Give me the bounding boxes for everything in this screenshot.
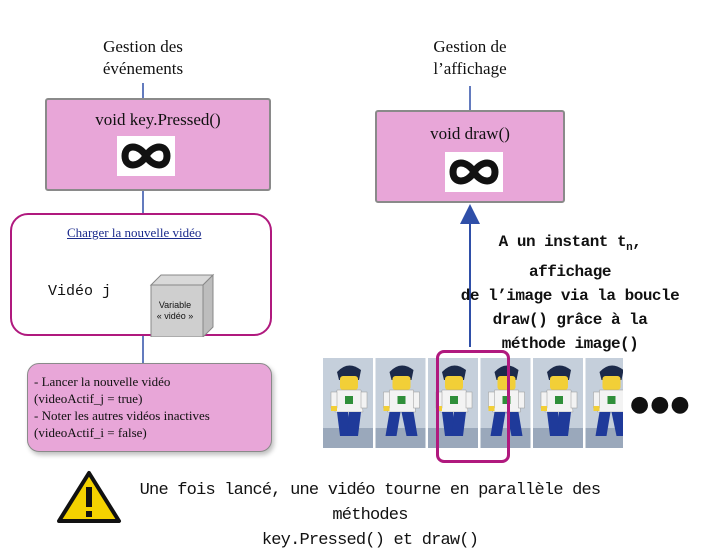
current-frame-highlight: [436, 350, 510, 463]
bottom-note: Une fois lancé, une vidéo tourne en para…: [110, 478, 630, 553]
draw-label: void draw(): [430, 124, 510, 143]
actions-text: - Lancer la nouvelle vidéo (videoActif_j…: [28, 364, 271, 441]
warning-icon: [56, 470, 122, 529]
display-note-line4: méthode image(): [501, 335, 639, 354]
display-note-line3: draw() grâce à la: [492, 311, 648, 330]
action-line: (videoActif_j = true): [34, 391, 143, 406]
infinity-icon: [117, 136, 175, 176]
action-line: (videoActif_i = false): [34, 425, 147, 440]
draw-box: void draw(): [375, 110, 565, 203]
display-note-line1: A un instant tn, affichage: [498, 233, 642, 282]
load-video-title: Charger la nouvelle vidéo: [67, 225, 202, 240]
video-frame: [323, 358, 373, 448]
video-frame: [533, 358, 583, 448]
key-pressed-label: void key.Pressed(): [95, 110, 221, 129]
infinity-icon: [445, 152, 503, 192]
bottom-note-line1: Une fois lancé, une vidéo tourne en para…: [139, 481, 601, 525]
variable-label: Variable « vidéo »: [156, 300, 194, 321]
action-line: - Noter les autres vidéos inactives: [34, 408, 210, 423]
bottom-note-line2: key.Pressed() et draw(): [261, 531, 479, 550]
load-video-box: Charger la nouvelle vidéo Vidéo j Variab…: [10, 213, 272, 337]
display-note-line2: de l’image via la boucle: [460, 287, 680, 306]
display-heading: Gestion de l’affichage: [433, 37, 507, 78]
more-frames-ellipsis: ●●●: [630, 392, 691, 417]
events-heading: Gestion des événements: [102, 37, 184, 78]
video-frame: [375, 358, 426, 448]
video-j-label: Vidéo j: [48, 283, 112, 300]
video-frame: [585, 358, 636, 448]
actions-box: - Lancer la nouvelle vidéo (videoActif_j…: [27, 363, 272, 452]
variable-cube: [149, 273, 215, 337]
action-line: - Lancer la nouvelle vidéo: [34, 374, 171, 389]
key-pressed-box: void key.Pressed(): [45, 98, 271, 191]
display-note: A un instant tn, affichage de l’image vi…: [460, 230, 680, 356]
video-frame: [480, 358, 531, 448]
